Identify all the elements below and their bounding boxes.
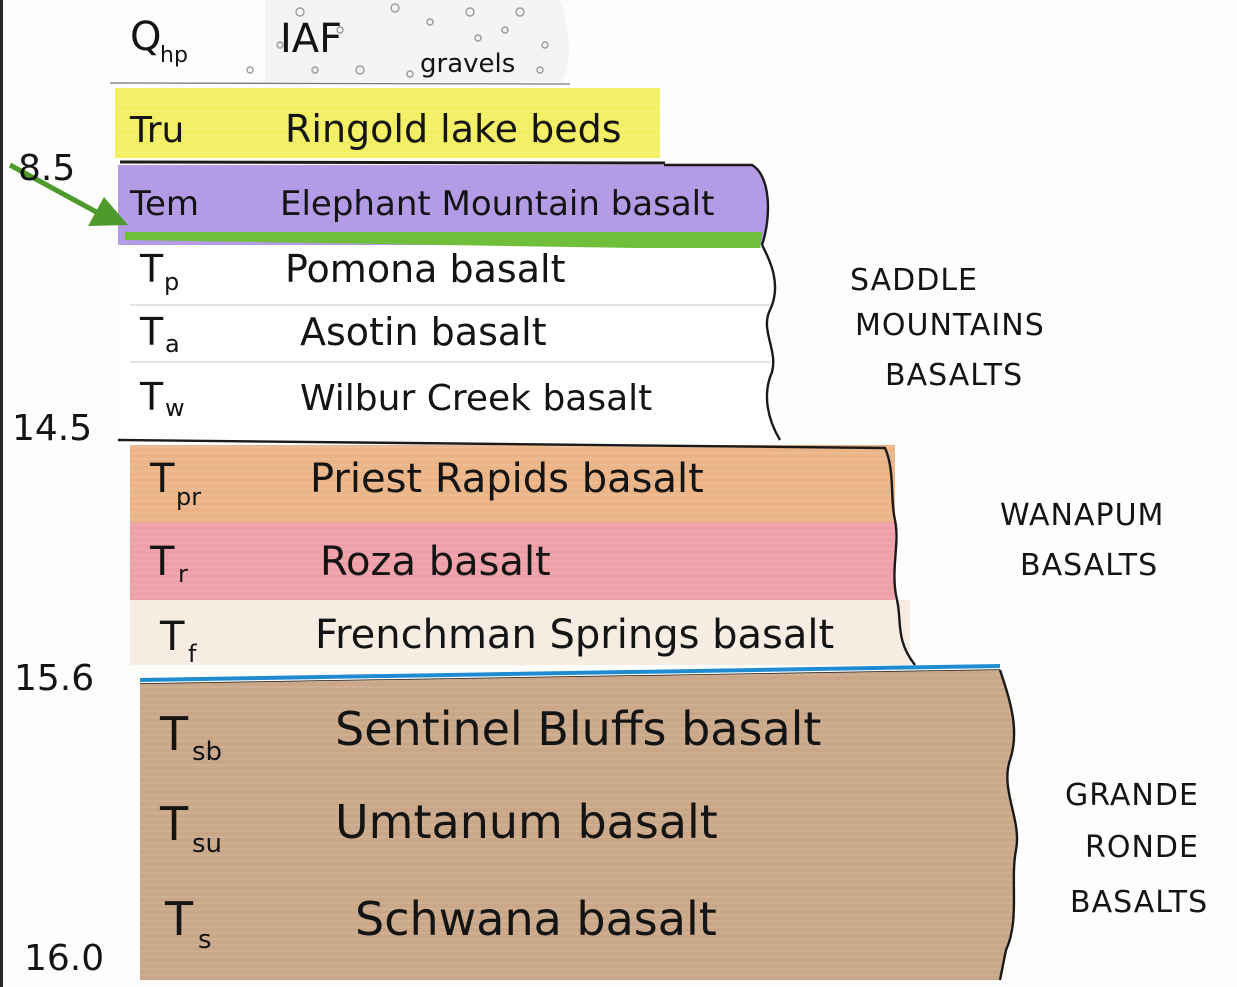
unit-row-ts: T s Schwana basalt	[164, 892, 717, 955]
unit-symbol-sub: a	[165, 330, 180, 358]
unit-name: Sentinel Bluffs basalt	[335, 702, 821, 756]
unit-row-tf: T f Frenchman Springs basalt	[159, 612, 834, 668]
group-line: BASALTS	[1020, 548, 1158, 583]
blue-contact-line	[139, 664, 1001, 682]
group-line: SADDLE	[850, 263, 978, 298]
unit-name: Schwana basalt	[355, 892, 717, 946]
unit-name: Elephant Mountain basalt	[280, 184, 714, 224]
gravel-layer	[265, 0, 570, 82]
unit-symbol-sub: p	[164, 268, 179, 296]
unit-symbol-sub: w	[165, 394, 185, 422]
unit-symbol: T	[159, 614, 185, 660]
unit-name: Wilbur Creek basalt	[300, 378, 652, 419]
group-line: BASALTS	[885, 358, 1023, 393]
unit-symbol: T	[149, 539, 175, 585]
group-line: RONDE	[1085, 830, 1199, 865]
unit-symbol: T	[149, 456, 175, 502]
unit-name: Umtanum basalt	[335, 795, 718, 849]
unit-symbol: T	[139, 310, 164, 354]
group-label-wanapum: WANAPUM BASALTS	[1000, 498, 1164, 583]
unit-row-tsb: T sb Sentinel Bluffs basalt	[159, 702, 821, 767]
unit-symbol: T	[159, 797, 189, 851]
unit-name: Asotin basalt	[300, 310, 547, 354]
unit-symbol-sub: su	[192, 829, 222, 859]
unit-name: IAF	[280, 16, 342, 62]
unit-row-tem: Tem Elephant Mountain basalt	[129, 184, 714, 224]
saddle-mountains-layers	[118, 248, 768, 440]
unit-symbol-sub: pr	[176, 483, 201, 511]
group-line: MOUNTAINS	[855, 308, 1045, 343]
unit-symbol-sub: r	[178, 560, 188, 588]
unit-row-tp: T p Pomona basalt	[139, 247, 565, 296]
unit-symbol-sub: hp	[160, 43, 188, 68]
gravel-dots	[246, 3, 549, 78]
unit-symbol-sub: f	[188, 640, 197, 668]
arrow-icon	[8, 162, 128, 226]
unit-symbol: Tem	[129, 184, 199, 224]
unit-symbol: T	[139, 247, 164, 291]
unit-row-qhp: Q hp IAF gravels	[130, 14, 515, 79]
unit-name: Priest Rapids basalt	[310, 456, 704, 502]
unit-symbol: T	[159, 707, 189, 761]
unit-name: Frenchman Springs basalt	[315, 612, 834, 658]
unit-symbol: Tru	[129, 110, 184, 151]
unit-symbol-sub: sb	[192, 737, 222, 767]
unit-name: Roza basalt	[320, 539, 551, 585]
unit-extra: gravels	[420, 49, 515, 79]
unit-symbol: T	[164, 892, 194, 946]
unit-row-tpr: T pr Priest Rapids basalt	[149, 456, 704, 511]
group-line: BASALTS	[1070, 885, 1208, 920]
green-contact-line	[125, 232, 762, 250]
unit-symbol: Q	[130, 14, 161, 60]
unit-symbol: T	[139, 375, 164, 419]
group-label-saddle-mountains: SADDLE MOUNTAINS BASALTS	[850, 263, 1045, 393]
age-label-15-6: 15.6	[14, 658, 94, 699]
age-label-8-5: 8.5	[18, 148, 75, 189]
unit-row-ta: T a Asotin basalt	[139, 310, 547, 358]
age-label-14-5: 14.5	[12, 408, 92, 449]
unit-row-tw: T w Wilbur Creek basalt	[139, 375, 652, 422]
unit-row-tr: T r Roza basalt	[149, 539, 551, 588]
group-label-grande-ronde: GRANDE RONDE BASALTS	[1065, 778, 1208, 920]
elephant-mountain-layer	[118, 165, 768, 245]
age-label-16-0: 16.0	[24, 938, 104, 979]
unit-name: Ringold lake beds	[285, 107, 622, 151]
unit-row-tsu: T su Umtanum basalt	[159, 795, 718, 859]
unit-name: Pomona basalt	[285, 247, 565, 291]
group-line: WANAPUM	[1000, 498, 1164, 533]
unit-symbol-sub: s	[198, 925, 212, 955]
group-line: GRANDE	[1065, 778, 1199, 813]
unit-row-tru: Tru Ringold lake beds	[129, 107, 622, 151]
